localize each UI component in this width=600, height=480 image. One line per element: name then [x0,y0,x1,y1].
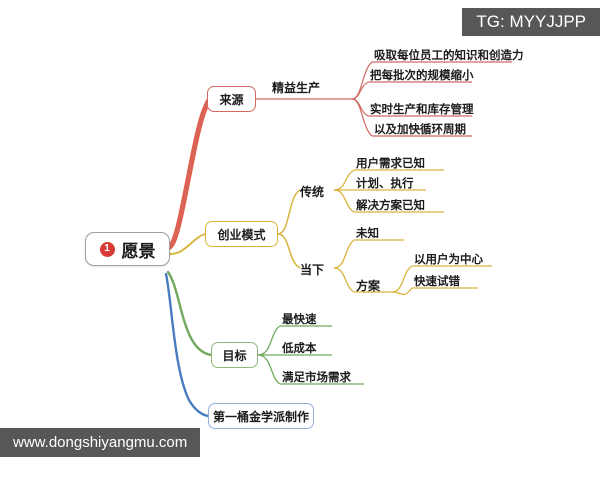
leaf-source-1[interactable]: 把每批次的规模缩小 [370,70,474,82]
leaf-traditional-1[interactable]: 计划、执行 [356,178,414,190]
label-solution[interactable]: 方案 [356,279,381,293]
node-startup-model-label: 创业模式 [217,227,266,242]
leaf-source-0[interactable]: 吸取每位员工的知识和创造力 [374,50,524,62]
root-node[interactable]: 1 愿景 [85,232,170,266]
leaf-current-0[interactable]: 未知 [356,228,379,240]
node-source[interactable]: 来源 [207,86,256,112]
telegram-watermark: TG: MYYJJPP [462,8,600,36]
leaf-solution-0[interactable]: 以用户为中心 [414,254,483,266]
leaf-source-2[interactable]: 实时生产和库存管理 [370,104,474,116]
website-watermark: www.dongshiyangmu.com [0,428,201,457]
leaf-traditional-2[interactable]: 解决方案已知 [356,200,425,212]
node-goal[interactable]: 目标 [211,342,258,368]
label-traditional[interactable]: 传统 [300,185,325,199]
leaf-goal-1[interactable]: 低成本 [282,343,317,355]
label-current[interactable]: 当下 [300,263,325,277]
leaf-traditional-0[interactable]: 用户需求已知 [356,158,425,170]
node-maker-credit[interactable]: 第一桶金学派制作 [208,403,314,429]
leaf-goal-2[interactable]: 满足市场需求 [282,372,351,384]
leaf-solution-1[interactable]: 快速试错 [414,276,460,288]
root-label: 愿景 [121,241,156,261]
leaf-goal-0[interactable]: 最快速 [282,314,317,326]
leaf-source-3[interactable]: 以及加快循环周期 [374,124,466,136]
node-startup-model[interactable]: 创业模式 [205,221,278,247]
root-badge: 1 [99,241,115,257]
label-lean-production[interactable]: 精益生产 [272,81,321,95]
node-goal-label: 目标 [222,348,247,363]
node-source-label: 来源 [219,92,244,107]
node-maker-credit-label: 第一桶金学派制作 [213,409,310,424]
